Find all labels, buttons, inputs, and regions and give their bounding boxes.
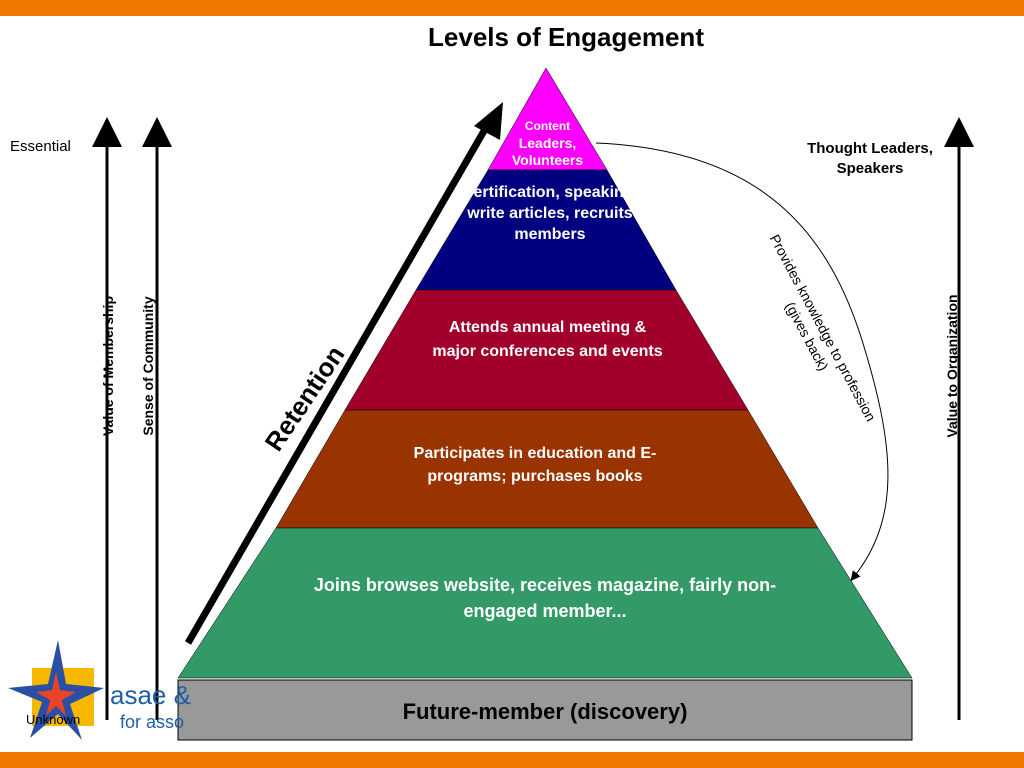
tier-top-text: Content Leaders, Volunteers <box>500 118 595 169</box>
tier-top-line3: Volunteers <box>511 152 584 168</box>
tier-top-line2: Leaders, <box>518 135 577 151</box>
essential-label: Essential <box>10 138 71 155</box>
top-accent-bar <box>0 0 1024 16</box>
logo-caption: Unknown <box>26 712 81 727</box>
tier-3-text: Attends annual meeting & major conferenc… <box>432 319 663 360</box>
retention-arrow <box>184 122 492 645</box>
tier-5-text: Joins browses website, receives magazine… <box>313 575 777 621</box>
value-to-organization-label: Value to Organization <box>944 294 960 438</box>
bottom-accent-bar <box>0 752 1024 768</box>
tier-5-shape <box>177 527 913 679</box>
future-member-text: Future-member (discovery) <box>402 699 688 724</box>
logo-subtext: for asso <box>120 712 185 732</box>
base-shape <box>177 679 913 741</box>
page-title: Levels of Engagement <box>428 22 704 52</box>
logo-text: asae & <box>110 680 191 710</box>
logo-star-icon <box>8 640 104 740</box>
tier-4-text: Participates in education and E-programs… <box>413 445 657 485</box>
thought-leaders-label: Thought Leaders, Speakers <box>807 140 933 177</box>
tier-2-text: Certification, speaking, write articles,… <box>461 184 639 243</box>
gives-back-curve <box>595 142 889 582</box>
retention-arrowhead <box>474 102 503 140</box>
value-of-membership-label: Value of Membership <box>100 295 116 437</box>
sense-of-community-label: Sense of Community <box>140 296 156 436</box>
tier-top-line1: Content <box>524 119 571 133</box>
